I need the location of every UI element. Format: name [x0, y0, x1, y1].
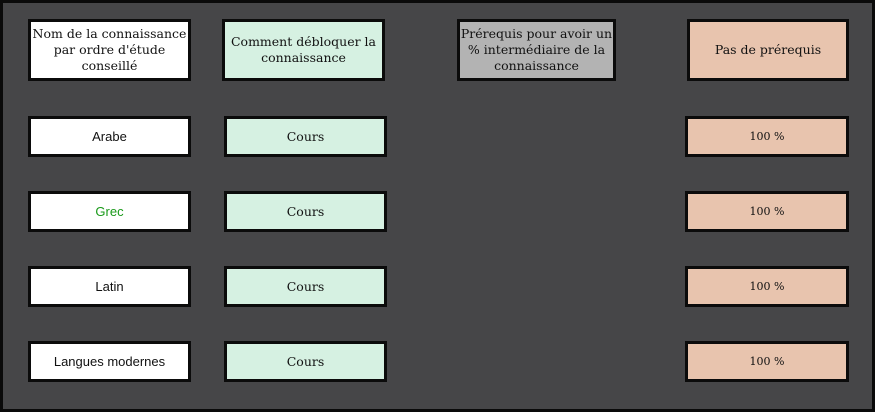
knowledge-name-cell-text: Latin: [95, 278, 124, 294]
unlock-method-cell: Cours: [224, 116, 387, 157]
unlock-method-cell-text: Cours: [286, 353, 325, 369]
no-prereq-cell-text: 100 %: [749, 129, 785, 143]
no-prereq-cell-text: 100 %: [749, 354, 785, 368]
knowledge-name-cell-text: Langues modernes: [53, 353, 166, 369]
no-prereq-cell-text: 100 %: [749, 279, 785, 293]
header-intermediate-prereq: Prérequis pour avoir un % intermédiaire …: [457, 19, 616, 81]
header-text: Nom de la connaissance par ordre d'étude…: [32, 26, 187, 73]
knowledge-name-cell-text: Arabe: [92, 128, 127, 144]
unlock-method-cell-text: Cours: [286, 128, 325, 144]
header-knowledge-name: Nom de la connaissance par ordre d'étude…: [28, 19, 191, 81]
header-unlock-method: Comment débloquer la connaissance: [222, 19, 385, 81]
knowledge-name-cell: Langues modernes: [28, 341, 191, 382]
knowledge-name-cell: Latin: [28, 266, 191, 307]
knowledge-name-cell: Grec: [28, 191, 191, 232]
knowledge-name-cell: Arabe: [28, 116, 191, 157]
header-no-prereq: Pas de prérequis: [687, 19, 849, 81]
header-text: Prérequis pour avoir un % intermédiaire …: [460, 26, 613, 73]
header-text: Comment débloquer la connaissance: [230, 34, 376, 65]
header-text: Pas de prérequis: [714, 42, 822, 57]
no-prereq-cell: 100 %: [685, 341, 849, 382]
no-prereq-cell: 100 %: [685, 266, 849, 307]
no-prereq-cell: 100 %: [685, 116, 849, 157]
knowledge-name-cell-text: Grec: [95, 203, 124, 219]
unlock-method-cell: Cours: [224, 341, 387, 382]
unlock-method-cell-text: Cours: [286, 203, 325, 219]
unlock-method-cell-text: Cours: [286, 278, 325, 294]
unlock-method-cell: Cours: [224, 191, 387, 232]
unlock-method-cell: Cours: [224, 266, 387, 307]
no-prereq-cell: 100 %: [685, 191, 849, 232]
no-prereq-cell-text: 100 %: [749, 204, 785, 218]
